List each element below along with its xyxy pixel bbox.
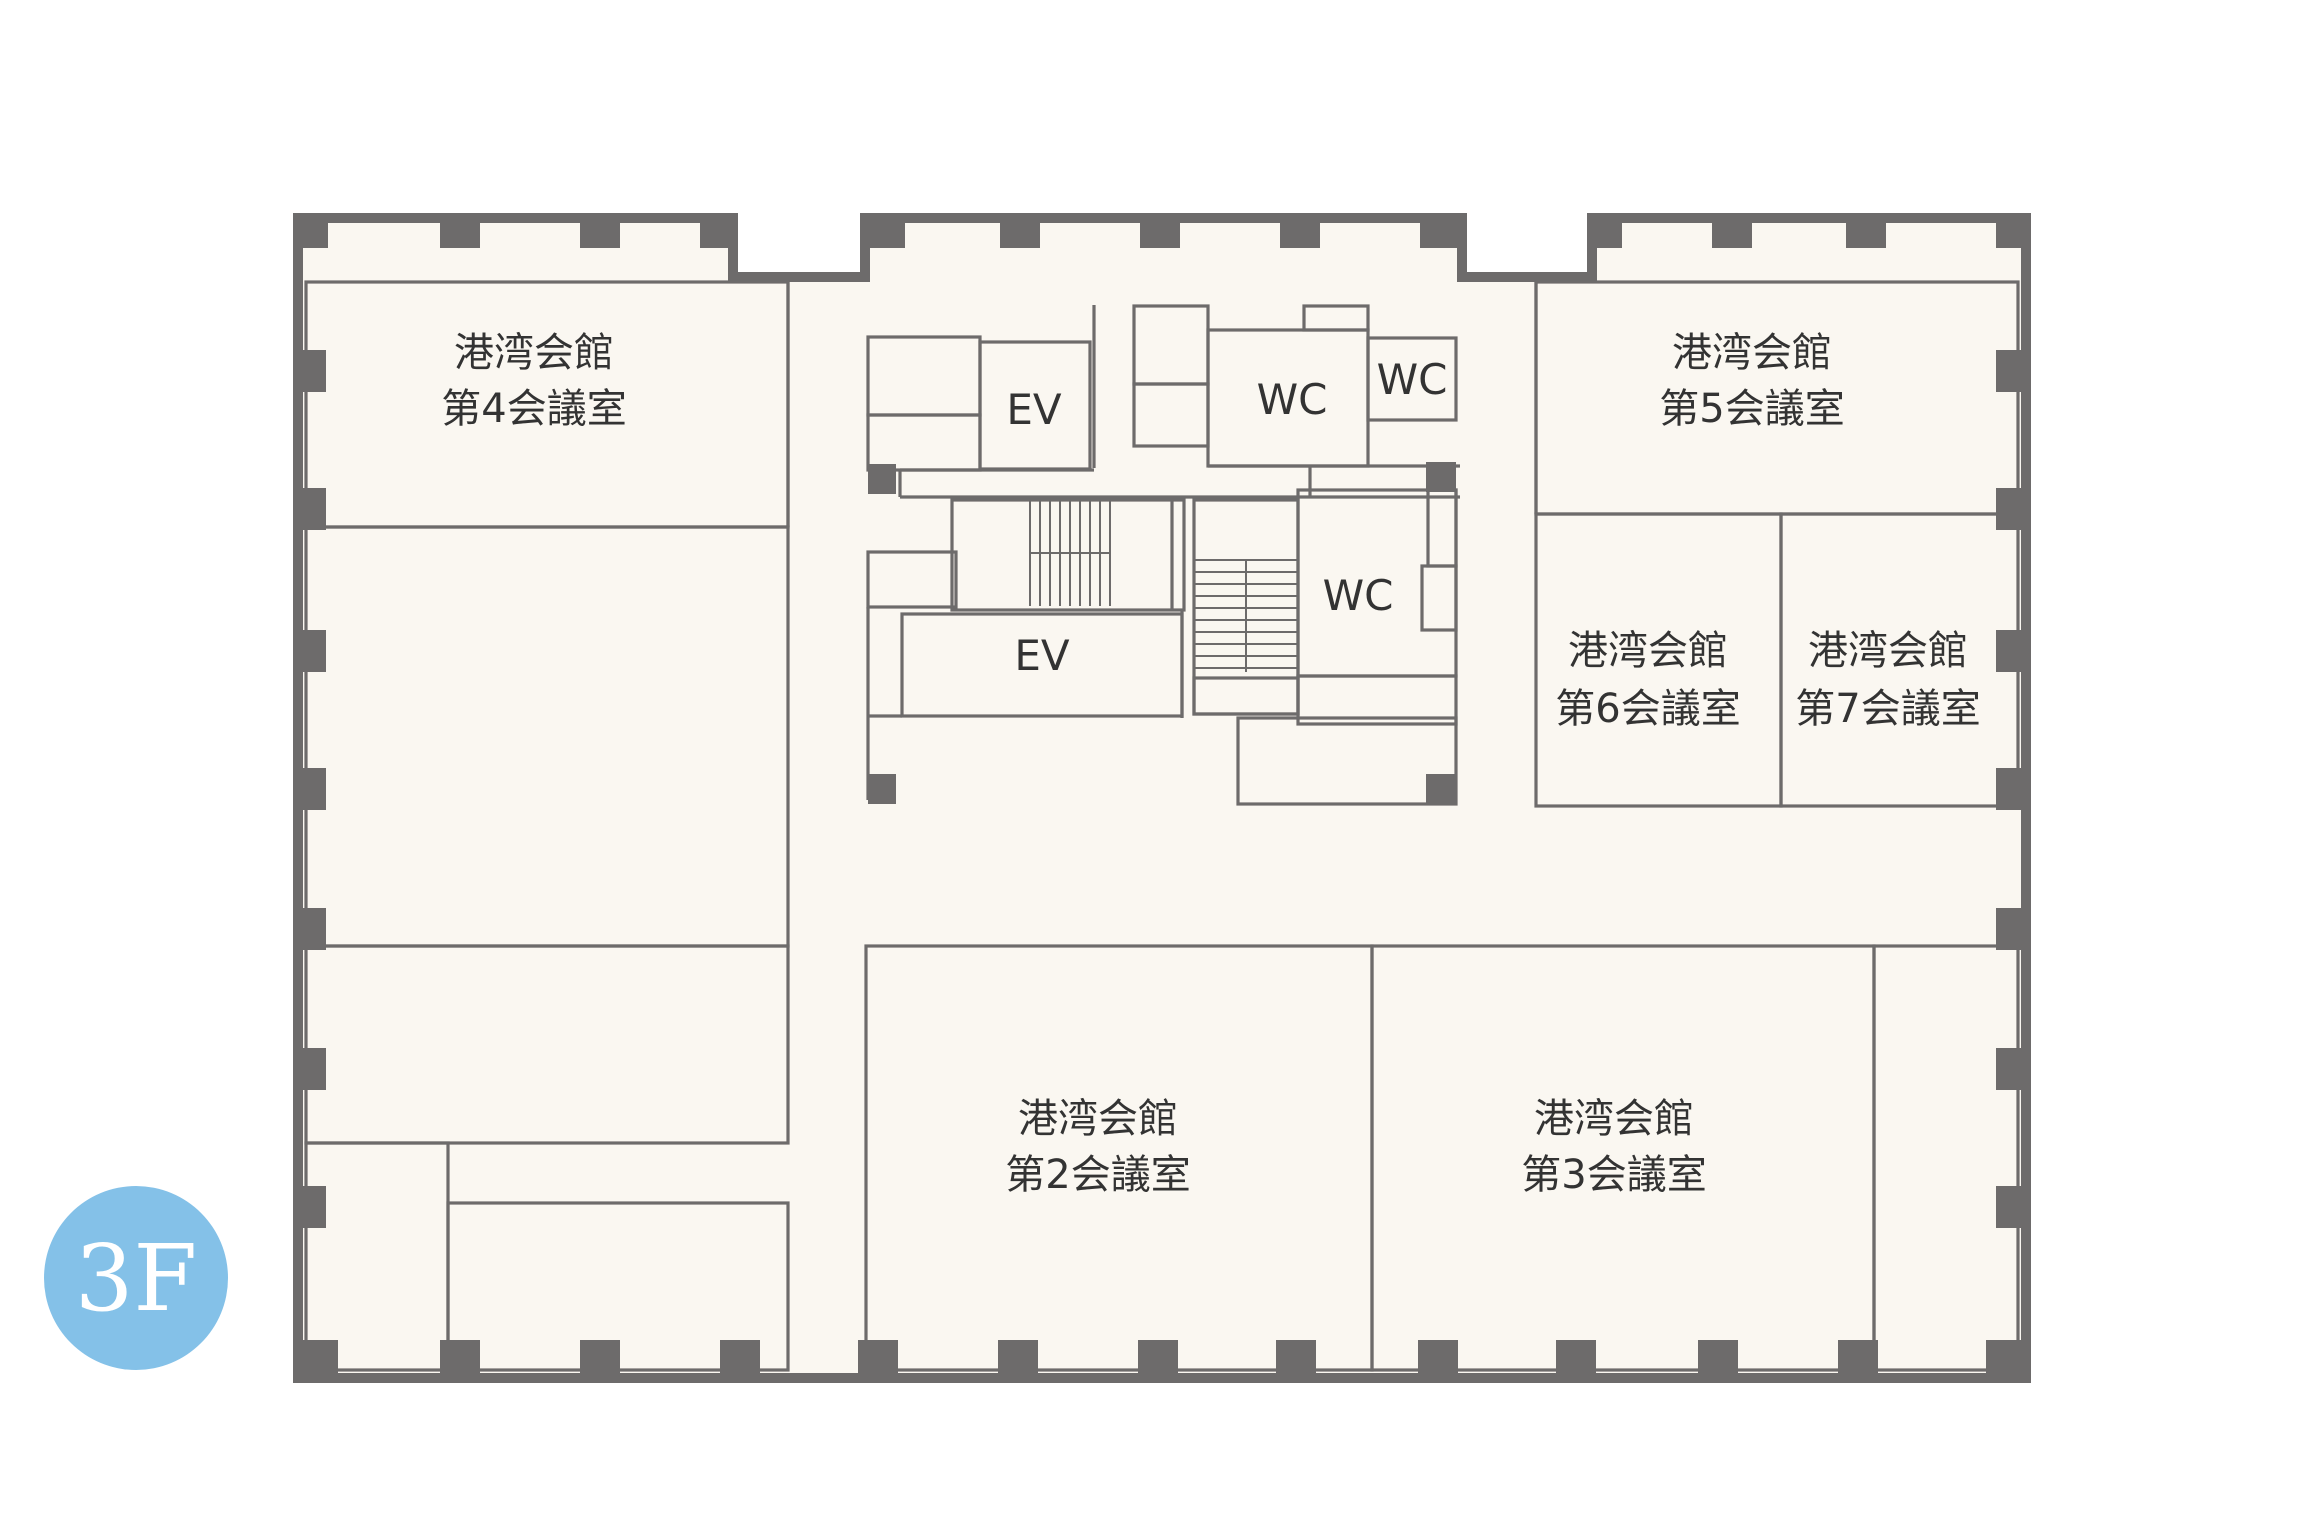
floor-badge-label: 3F <box>75 1225 197 1332</box>
columns <box>298 218 2026 1378</box>
stairs-upper <box>1029 500 1111 606</box>
room5-name-line2: 第5会議室 <box>1659 386 1844 432</box>
room2-name-line2: 第2会議室 <box>1005 1152 1190 1198</box>
meeting-room-2-label: 港湾会館 第2会議室 <box>1005 1096 1190 1198</box>
wc-upper-right-label: WC <box>1377 355 1448 404</box>
wc-upper-left-label: WC <box>1257 375 1328 424</box>
room5-name-line1: 港湾会館 <box>1672 330 1832 376</box>
meeting-room-5-label: 港湾会館 第5会議室 <box>1659 330 1844 432</box>
room7-name-line1: 港湾会館 <box>1808 628 1968 674</box>
meeting-room-3-label: 港湾会館 第3会議室 <box>1521 1096 1706 1198</box>
stairs-lower <box>1194 559 1298 672</box>
ev-upper-label: EV <box>1006 385 1062 434</box>
room6-name-line2: 第6会議室 <box>1555 686 1740 732</box>
wc-lower-label: WC <box>1323 571 1394 620</box>
room4-name-line2: 第4会議室 <box>441 386 626 432</box>
floor-badge-circle <box>44 1186 228 1370</box>
meeting-room-7-label: 港湾会館 第7会議室 <box>1795 628 1980 732</box>
meeting-room-4-label: 港湾会館 第4会議室 <box>441 330 626 432</box>
floor-badge: 3F <box>44 1186 228 1370</box>
core-area <box>866 304 1460 806</box>
room6-name-line1: 港湾会館 <box>1568 628 1728 674</box>
wc-upper-right-room[interactable] <box>1366 336 1458 422</box>
room7-name-line2: 第7会議室 <box>1795 686 1980 732</box>
ev-lower-label: EV <box>1014 631 1070 680</box>
other-rooms <box>304 282 2020 1372</box>
meeting-room-6-label: 港湾会館 第6会議室 <box>1555 628 1740 732</box>
room2-name-line1: 港湾会館 <box>1018 1096 1178 1142</box>
room4-name-line1: 港湾会館 <box>454 330 614 376</box>
room3-name-line2: 第3会議室 <box>1521 1152 1706 1198</box>
room3-name-line1: 港湾会館 <box>1534 1096 1694 1142</box>
